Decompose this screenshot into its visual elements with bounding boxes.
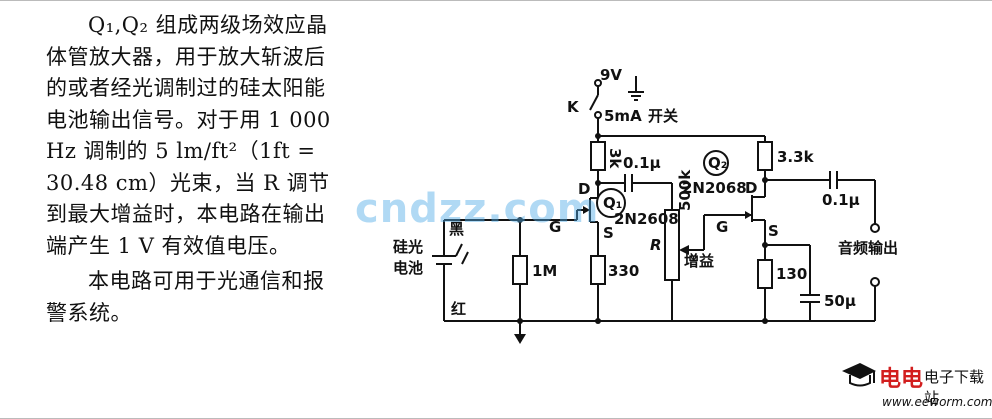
- watermark: cndzz.com: [355, 186, 600, 232]
- gain-label: 增益: [684, 252, 714, 270]
- q1-source-label: S: [603, 224, 614, 242]
- q1-gate-label: G: [549, 218, 561, 236]
- c2-label: 0.1μ: [822, 191, 860, 209]
- logo-name: 电电: [879, 366, 924, 392]
- resistor-rd2: [757, 141, 773, 171]
- site-logo: 电电 电子下载站 www.eeworm.com: [836, 357, 992, 415]
- description-text: Q₁,Q₂ 组成两级场效应晶体管放大器，用于放大斩波后的或者经光调制过的硅太阳能…: [46, 10, 338, 329]
- q2-part-label: 2N2068: [682, 179, 747, 197]
- resistor-rd1: [590, 141, 606, 171]
- description-paragraph-1: Q₁,Q₂ 组成两级场效应晶体管放大器，用于放大斩波后的或者经光调制过的硅太阳能…: [46, 13, 331, 258]
- photocell-label-2: 电池: [393, 259, 423, 277]
- q2-gate-arrow: [745, 211, 752, 219]
- supply-voltage-label: 9V: [600, 66, 622, 84]
- current-label: 5mA: [604, 107, 642, 125]
- q2-label-ring: [703, 150, 729, 176]
- resistor-rs1: [590, 255, 606, 285]
- q2-gate-label: G: [716, 218, 728, 236]
- rg-label: 1M: [532, 262, 557, 280]
- switch-label: K: [567, 98, 580, 116]
- rs2-label: 130: [776, 265, 807, 283]
- q1-part-label: 2N2608: [614, 210, 679, 228]
- graduation-cap-icon: [842, 363, 876, 387]
- description-paragraph-2: 本电路可用于光通信和报警系统。: [46, 269, 325, 325]
- q2-label: Q₂: [708, 154, 727, 172]
- light-ray: [455, 243, 463, 257]
- cb-label: 50μ: [824, 292, 856, 310]
- logo-url: www.eeworm.com: [882, 395, 992, 409]
- pot-wiper-arrow: [679, 245, 689, 255]
- pot-name-label: R: [650, 236, 662, 254]
- switch-blade: [589, 94, 599, 111]
- resistor-rs2: [757, 259, 773, 289]
- q2-source-label: S: [768, 222, 779, 240]
- red-wire-label: 红: [451, 300, 466, 318]
- light-ray: [461, 251, 469, 265]
- q1-gate-arrow: [583, 206, 590, 214]
- c1-label: 0.1μ: [623, 154, 661, 172]
- output-terminal-bottom: [870, 277, 880, 287]
- rs1-label: 330: [608, 262, 639, 280]
- pot-value-label: 500k: [676, 169, 694, 211]
- resistor-rg: [512, 255, 528, 285]
- logo-site: 电子下载站: [924, 368, 985, 407]
- q2-drain-label: D: [745, 179, 757, 197]
- output-label: 音频输出: [838, 239, 898, 257]
- output-terminal-top: [870, 223, 880, 233]
- black-wire-label: 黑: [449, 220, 464, 238]
- photocell-label-1: 硅光: [393, 238, 423, 256]
- switch-contact: [594, 111, 602, 119]
- switch-text: 开关: [648, 107, 678, 125]
- rd2-label: 3.3k: [777, 148, 815, 166]
- q1-envelope: [596, 188, 626, 218]
- rd1-label: 3k: [606, 148, 624, 169]
- q1-label: Q₁: [603, 194, 622, 212]
- q1-drain-label: D: [578, 180, 590, 198]
- ground-arrow: [514, 334, 526, 344]
